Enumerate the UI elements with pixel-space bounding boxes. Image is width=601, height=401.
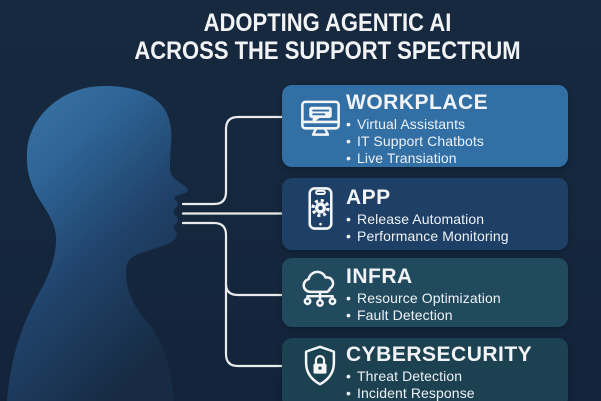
card-cybersecurity-title: CYBERSECURITY (346, 343, 533, 366)
card-infra-title: INFRA (346, 265, 413, 288)
card-app-bullets: Release Automation Performance Monitorin… (346, 211, 568, 245)
card-cybersecurity-bullets: Threat Detection Incident Response (346, 368, 568, 401)
bullet-item: Incident Response (346, 385, 568, 401)
monitor-chat-icon (294, 95, 346, 167)
bullet-item: Virtual Assistants (346, 116, 568, 133)
bullet-item: Fault Detection (346, 307, 568, 324)
card-workplace: WORKPLACE Virtual Assistants IT Support … (282, 85, 568, 167)
shield-lock-icon (294, 343, 346, 401)
card-infra: INFRA Resource Optimization Fault Detect… (282, 258, 568, 327)
connector-workplace (181, 115, 284, 206)
card-app: APP Release Automation Performance Monit… (282, 178, 568, 250)
connector-cybersecurity (181, 221, 284, 368)
bullet-item: IT Support Chatbots (346, 133, 568, 150)
card-cybersecurity: CYBERSECURITY Threat Detection Incident … (282, 338, 568, 401)
bullet-item: Threat Detection (346, 368, 568, 385)
card-workplace-title: WORKPLACE (346, 91, 489, 114)
phone-gear-icon (294, 185, 346, 250)
connector-infra (224, 282, 284, 297)
bullet-item: Release Automation (346, 211, 568, 228)
card-infra-bullets: Resource Optimization Fault Detection (346, 290, 568, 324)
card-app-title: APP (346, 186, 391, 209)
head-silhouette (7, 85, 188, 401)
bullet-item: Live Transiation (346, 150, 568, 167)
card-workplace-bullets: Virtual Assistants IT Support Chatbots L… (346, 116, 568, 167)
page-title-line2: ACROSS THE SUPPORT SPECTRUM (134, 37, 521, 65)
bullet-item: Performance Monitoring (346, 228, 568, 245)
bullet-item: Resource Optimization (346, 290, 568, 307)
cloud-network-icon (294, 266, 346, 327)
page-title-line1: ADOPTING AGENTIC AI (203, 9, 452, 37)
page-title: ADOPTING AGENTIC AI ACROSS THE SUPPORT S… (63, 9, 592, 65)
